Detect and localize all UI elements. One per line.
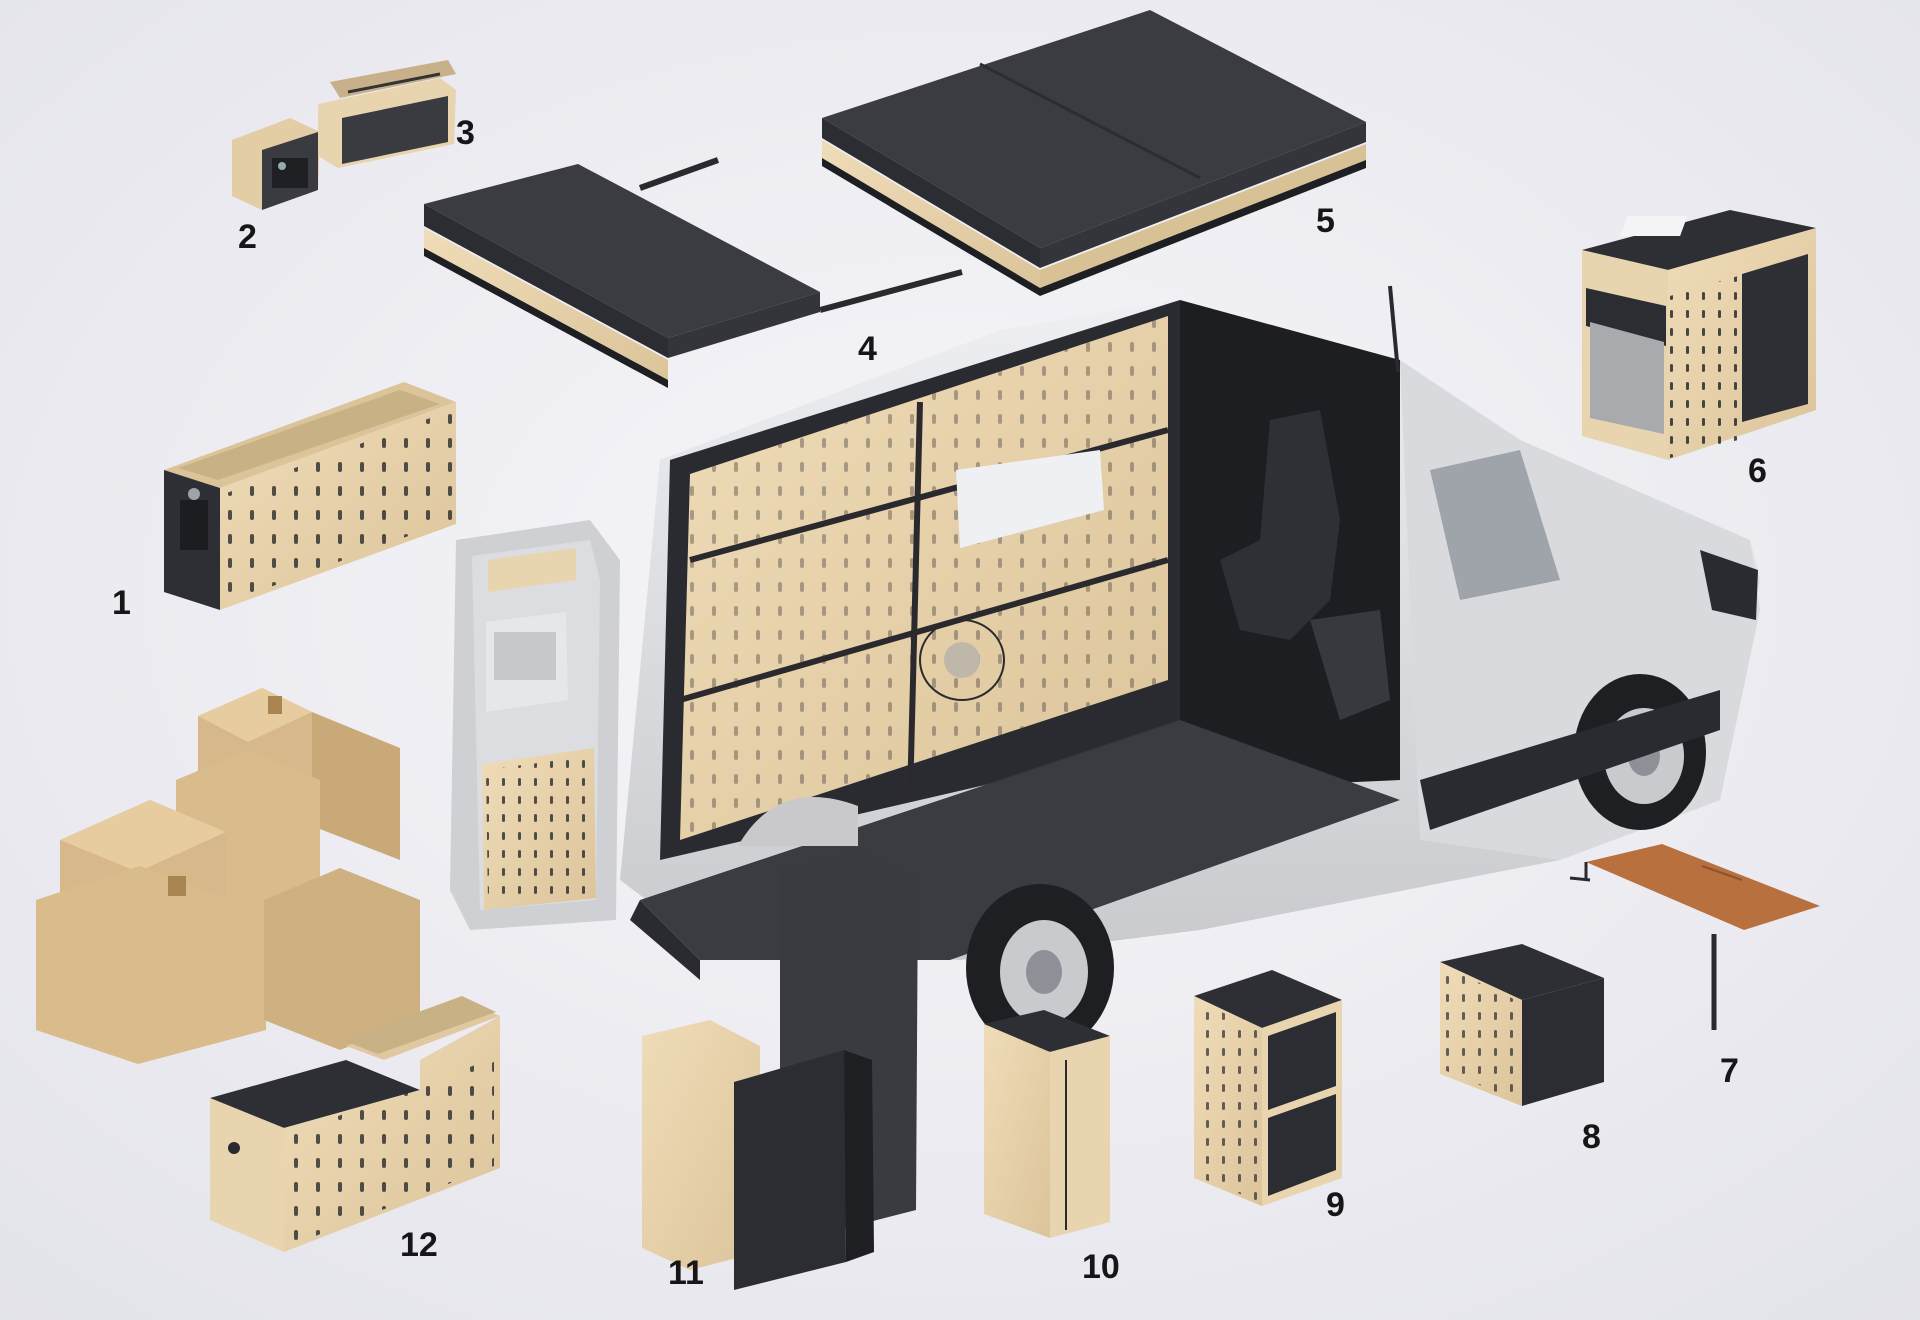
label-12: 12 (400, 1226, 438, 1264)
item-1-plywood-cabinet (164, 382, 456, 610)
item-12-plywood-bench (210, 996, 500, 1252)
label-5: 5 (1316, 202, 1335, 240)
item-6-kitchen-block (1582, 210, 1816, 460)
label-4: 4 (858, 330, 877, 368)
label-10: 10 (1082, 1248, 1120, 1286)
van (450, 285, 1760, 1052)
label-9: 9 (1326, 1186, 1345, 1224)
label-7: 7 (1720, 1052, 1739, 1090)
label-1: 1 (112, 584, 131, 622)
item-2-power-box (232, 118, 320, 210)
label-6: 6 (1748, 452, 1767, 490)
item-7-folding-table (1569, 844, 1820, 1030)
label-11: 11 (668, 1254, 704, 1292)
label-3: 3 (456, 114, 475, 152)
item-3-plywood-box (318, 60, 456, 168)
item-9-drawer-cabinet (1194, 970, 1342, 1206)
cardboard-boxes (36, 688, 420, 1064)
item-8-drawer-box (1440, 944, 1604, 1106)
label-8: 8 (1582, 1118, 1601, 1156)
label-2: 2 (238, 218, 257, 256)
item-4-bed-module (424, 157, 963, 388)
item-5-large-bed (822, 10, 1366, 296)
item-11-tall-unit (642, 850, 918, 1290)
item-10-slim-cabinet (984, 1010, 1110, 1238)
